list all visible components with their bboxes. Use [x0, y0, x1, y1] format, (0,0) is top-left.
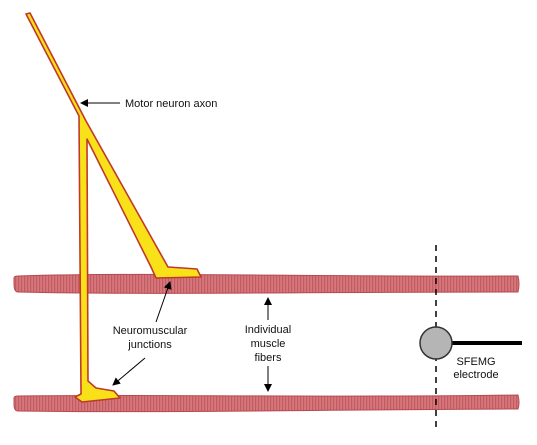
- electrode-label-line2: electrode: [453, 369, 498, 381]
- axon-label: Motor neuron axon: [125, 98, 217, 110]
- electrode-tip-icon: [419, 326, 453, 360]
- fibers-label-line2: muscle: [251, 338, 286, 350]
- muscle-fiber-lower: [13, 394, 520, 413]
- muscle-fiber-upper: [13, 273, 520, 294]
- nmj-label-line2: junctions: [127, 339, 172, 351]
- sfemg-electrode: [419, 326, 522, 360]
- nmj-label-line1: Neuromuscular: [113, 325, 188, 337]
- fibers-label-line1: Individual: [245, 324, 291, 336]
- electrode-label-line1: SFEMG: [456, 356, 495, 368]
- nmj-arrow-lower: [112, 357, 146, 386]
- nmj-arrow-upper: [155, 281, 172, 323]
- fibers-label-line3: fibers: [255, 352, 282, 364]
- motor-neuron-axon: [25, 12, 202, 403]
